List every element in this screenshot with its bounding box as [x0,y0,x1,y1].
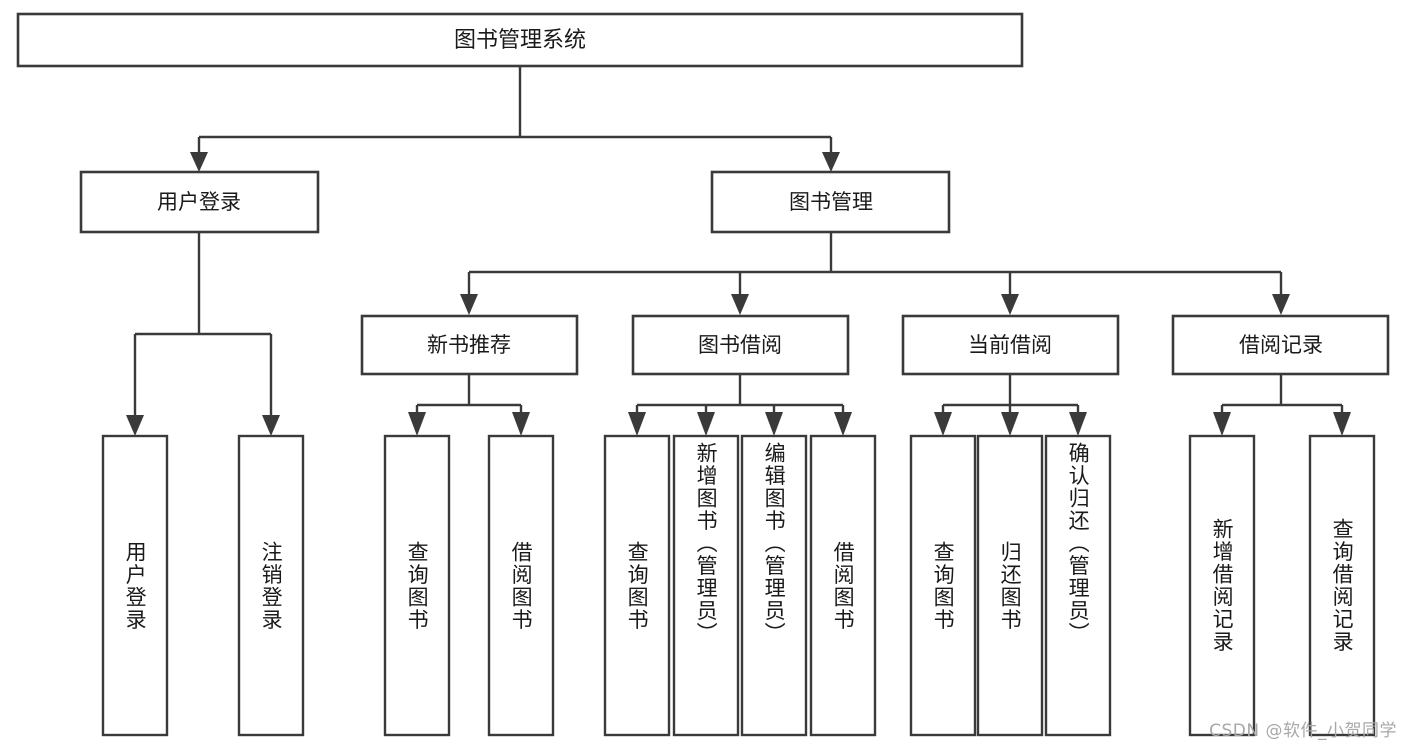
node-book-manage-box[interactable] [710,170,951,234]
leaf-box-current-confirm[interactable] [1044,434,1112,737]
connector-layer [126,66,1351,436]
leaf-box-current-query[interactable] [909,434,977,737]
arrow-head-leaf-logout [262,415,280,436]
node-new-book-recommend-label: 新书推荐 [427,333,511,357]
leaf-box-borrow-query[interactable] [603,434,671,737]
node-book-manage-label: 图书管理 [789,190,873,214]
arrow-head-newbook-borrow [512,412,530,436]
leaf-box-newbook-query[interactable] [383,434,451,737]
arrow-head-borrow-query [628,412,646,436]
arrow-head-borrow-lend [834,412,852,436]
node-book-borrow-label: 图书借阅 [698,333,782,357]
node-borrow-record-box[interactable] [1171,314,1390,376]
arrow-head-newbook [460,294,478,315]
node-book-borrow-box[interactable] [631,314,850,376]
node-new-book-recommend-box[interactable] [360,314,579,376]
node-user-login-box[interactable] [79,170,320,234]
leaf-box-borrow-add[interactable] [672,434,740,737]
node-root-box[interactable] [16,12,1024,68]
leaf-box-user-login[interactable] [101,434,169,737]
arrow-head-current-confirm [1069,412,1087,436]
leaf-box-borrow-lend[interactable] [809,434,877,737]
arrow-head-record-query [1333,412,1351,436]
csdn-watermark: CSDN @软件_小贺同学 [1209,721,1397,741]
node-book-borrow[interactable]: 图书借阅 [631,314,850,376]
leaf-box-current-return[interactable] [976,434,1044,737]
node-current-borrow-label: 当前借阅 [968,333,1052,357]
node-current-borrow[interactable]: 当前借阅 [901,314,1120,376]
node-user-login[interactable]: 用户登录 [79,170,320,234]
node-root-label: 图书管理系统 [454,28,586,53]
leaf-box-record-add[interactable] [1188,434,1256,737]
leaf-box-borrow-edit[interactable] [740,434,808,737]
leaf-box-record-query[interactable] [1308,434,1376,737]
arrow-head-user-login [190,152,208,172]
node-new-book-recommend[interactable]: 新书推荐 [360,314,579,376]
node-book-manage[interactable]: 图书管理 [710,170,951,234]
arrow-head-leaf-user-login [126,415,144,436]
node-borrow-record-label: 借阅记录 [1239,333,1323,357]
node-user-login-label: 用户登录 [157,190,241,214]
arrow-head-borrow-add [697,412,715,436]
arrow-head-newbook-query [408,412,426,436]
arrow-head-current-query [934,412,952,436]
arrow-head-book-manage [822,152,840,172]
leaf-box-logout[interactable] [237,434,305,737]
arrow-head-borrow-edit [765,412,783,436]
node-root[interactable]: 图书管理系统 [16,12,1024,68]
leaf-box-newbook-borrow[interactable] [487,434,555,737]
arrow-head-record [1272,294,1290,315]
node-borrow-record[interactable]: 借阅记录 [1171,314,1390,376]
arrow-head-borrow [731,294,749,315]
node-current-borrow-box[interactable] [901,314,1120,376]
arrow-head-current [1001,294,1019,315]
arrow-head-current-return [1001,412,1019,436]
arrow-head-record-add [1213,412,1231,436]
